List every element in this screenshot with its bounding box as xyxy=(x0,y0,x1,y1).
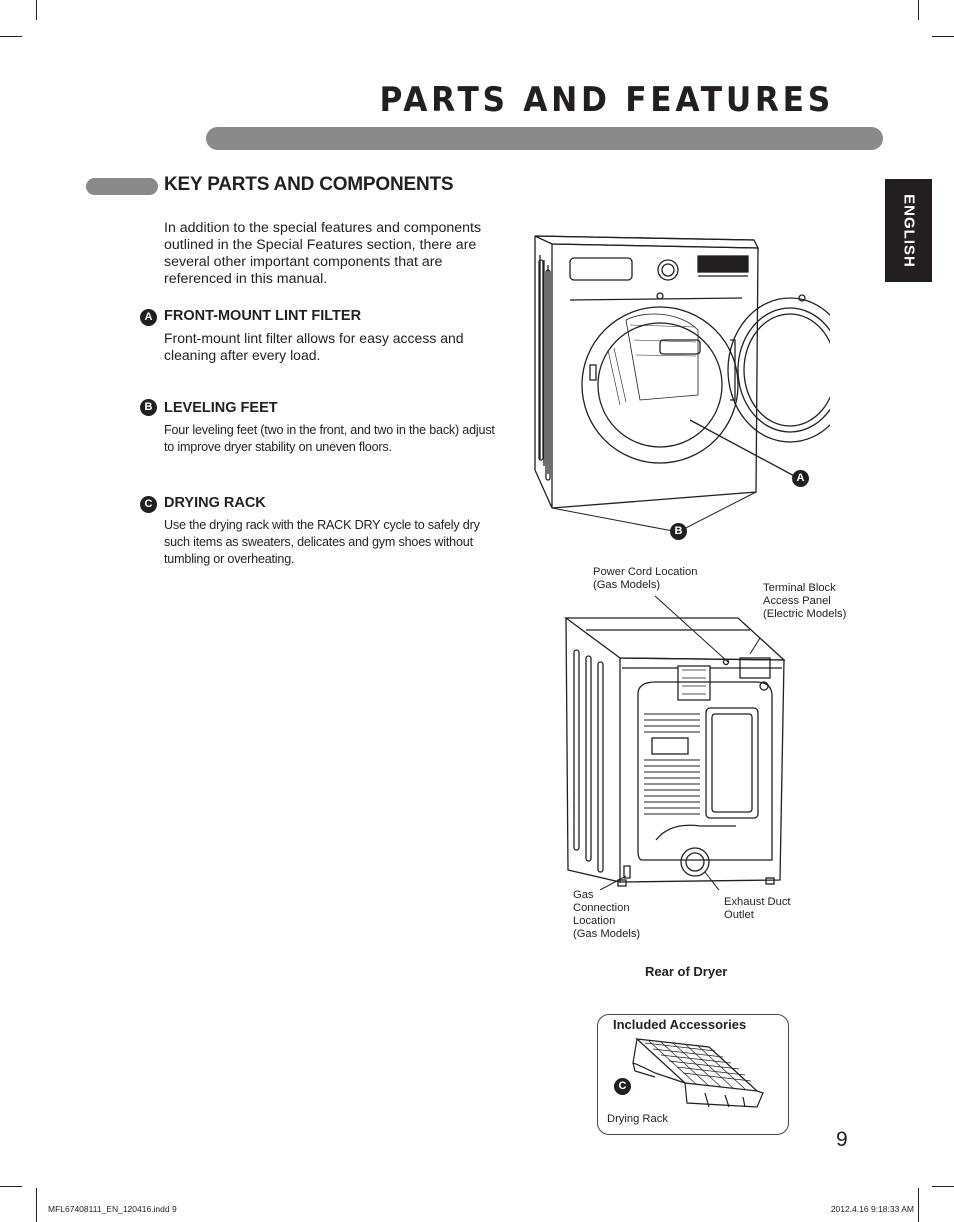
crop-mark xyxy=(918,0,919,20)
accessories-box xyxy=(597,1014,789,1135)
feature-title-drying-rack: DRYING RACK xyxy=(164,495,266,511)
badge-a: A xyxy=(140,309,157,326)
drying-rack-illustration xyxy=(632,1038,764,1108)
feature-title-leveling-feet: LEVELING FEET xyxy=(164,400,278,416)
crop-mark xyxy=(36,0,37,20)
crop-mark xyxy=(932,36,954,37)
rear-caption: Rear of Dryer xyxy=(645,964,728,979)
crop-mark xyxy=(36,1188,37,1222)
accessories-title: Included Accessories xyxy=(613,1017,747,1032)
page-number: 9 xyxy=(836,1128,848,1151)
crop-mark xyxy=(918,1188,919,1222)
section-title: KEY PARTS AND COMPONENTS xyxy=(164,174,454,195)
crop-mark xyxy=(932,1186,954,1187)
language-tab-label: ENGLISH xyxy=(900,193,917,268)
accessories-badge-c: C xyxy=(614,1078,631,1095)
drying-rack-label: Drying Rack xyxy=(607,1113,668,1125)
crop-mark xyxy=(0,36,22,37)
feature-desc-lint-filter: Front-mount lint filter allows for easy … xyxy=(164,330,464,363)
callout-b: B xyxy=(670,523,687,540)
language-tab: ENGLISH xyxy=(885,179,932,282)
label-power-cord: Power Cord Location(Gas Models) xyxy=(593,566,698,591)
dryer-front-illustration xyxy=(534,235,830,533)
callout-a: A xyxy=(792,470,809,487)
badge-c: C xyxy=(140,496,157,513)
intro-text: In addition to the special features and … xyxy=(164,220,482,287)
feature-desc-leveling-feet: Four leveling feet (two in the front, an… xyxy=(164,423,495,454)
footer-file-info: MFL67408111_EN_120416.indd 9 xyxy=(48,1204,177,1214)
page-title: PARTS AND FEATURES xyxy=(379,80,834,120)
crop-mark xyxy=(0,1186,22,1187)
section-pill xyxy=(86,178,158,195)
dryer-rear-illustration xyxy=(564,595,786,890)
feature-title-lint-filter: FRONT-MOUNT LINT FILTER xyxy=(164,308,362,324)
badge-b: B xyxy=(140,399,157,416)
feature-desc-drying-rack: Use the drying rack with the RACK DRY cy… xyxy=(164,518,480,566)
footer-timestamp: 2012.4.16 9:18:33 AM xyxy=(830,1204,914,1214)
title-bar xyxy=(206,127,883,150)
